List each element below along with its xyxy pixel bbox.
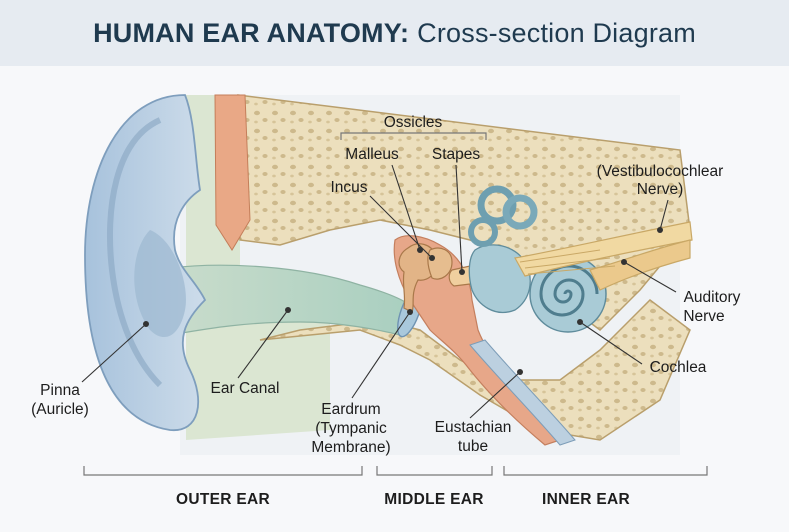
leader-dot-stapes bbox=[459, 269, 465, 275]
leader-eardrum bbox=[351, 311, 411, 399]
leader-pinna bbox=[81, 323, 147, 383]
vestibule-shape bbox=[468, 244, 531, 314]
nerve-bundle bbox=[514, 221, 693, 277]
leader-dot-vestibulocochlear bbox=[657, 227, 663, 233]
leader-dot-cochlea bbox=[577, 319, 583, 325]
label-eustachian-2: tube bbox=[458, 438, 488, 455]
title-bold: HUMAN EAR ANATOMY: bbox=[93, 17, 410, 48]
section-middle-ear: MIDDLE EAR bbox=[384, 491, 483, 508]
leader-auditory bbox=[623, 261, 677, 293]
title-light: Cross-section Diagram bbox=[417, 17, 696, 48]
semicircular-canal-1 bbox=[477, 185, 517, 225]
label-eustachian-1: Eustachian bbox=[435, 419, 512, 436]
section-outer-ear: OUTER EAR bbox=[176, 491, 270, 508]
label-cochlea: Cochlea bbox=[650, 359, 707, 376]
section-inner-ear: INNER EAR bbox=[542, 491, 630, 508]
leader-dot-ear-canal bbox=[285, 307, 291, 313]
leader-dot-malleus bbox=[417, 247, 423, 253]
leader-dot-eardrum bbox=[407, 309, 413, 315]
leader-eustachian bbox=[469, 371, 521, 419]
label-ear-canal: Ear Canal bbox=[211, 380, 280, 397]
leader-malleus bbox=[391, 164, 421, 251]
label-malleus: Malleus bbox=[345, 146, 399, 163]
label-pinna-2: (Auricle) bbox=[31, 401, 89, 418]
eustachian-tube-shape bbox=[469, 339, 576, 446]
label-pinna-1: Pinna bbox=[40, 382, 80, 399]
bracket-inner bbox=[503, 466, 708, 476]
bracket-middle bbox=[376, 466, 493, 476]
leader-ear-canal bbox=[237, 309, 289, 379]
label-stapes: Stapes bbox=[432, 146, 481, 163]
leader-dot-pinna bbox=[143, 321, 149, 327]
title-bar: HUMAN EAR ANATOMY: Cross-section Diagram bbox=[0, 0, 789, 66]
pinna-concha bbox=[134, 230, 186, 338]
leader-cochlea bbox=[579, 321, 643, 365]
bracket-outer bbox=[83, 466, 363, 476]
label-ossicles: Ossicles bbox=[384, 114, 443, 131]
leader-dot-eustachian bbox=[517, 369, 523, 375]
semicircular-canal-2 bbox=[502, 194, 538, 230]
leader-stapes bbox=[455, 164, 463, 273]
ear-diagram: Ossicles Malleus Stapes Incus (Vestibulo… bbox=[31, 94, 741, 508]
label-vestibulocochlear-1: (Vestibulocochlear bbox=[597, 163, 724, 180]
pinna-inner-fold bbox=[107, 117, 163, 388]
label-eardrum-3: Membrane) bbox=[311, 439, 390, 456]
leader-vestibulocochlear bbox=[659, 199, 669, 231]
leader-dot-incus bbox=[429, 255, 435, 261]
label-eardrum-1: Eardrum bbox=[321, 401, 380, 418]
muscle-strip bbox=[214, 94, 251, 251]
semicircular-canal-3 bbox=[468, 217, 498, 247]
auditory-nerve-shape bbox=[589, 239, 691, 291]
label-auditory-2: Nerve bbox=[683, 308, 724, 325]
label-eardrum-2: (Tympanic bbox=[315, 420, 387, 437]
leader-dot-auditory bbox=[621, 259, 627, 265]
label-auditory-1: Auditory bbox=[684, 289, 741, 306]
leader-incus bbox=[369, 195, 433, 259]
ossicles-bracket bbox=[340, 132, 487, 140]
label-vestibulocochlear-2: Nerve) bbox=[637, 181, 684, 198]
label-incus: Incus bbox=[330, 179, 367, 196]
nerve-fibers bbox=[519, 249, 616, 275]
